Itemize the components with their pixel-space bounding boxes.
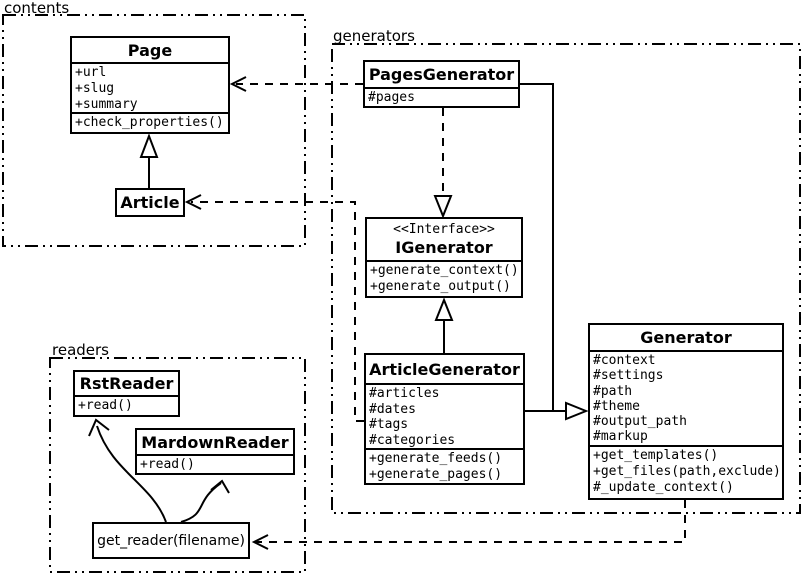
- package-border-readers: [49, 357, 306, 573]
- package-border-generators: [331, 43, 801, 514]
- edge-generator-uses-getreader: [254, 500, 686, 543]
- attribute: #context: [593, 353, 656, 368]
- interface-header: <<Interface>> IGenerator: [367, 219, 521, 260]
- class-articlegenerator: ArticleGenerator #articles #dates #tags …: [364, 353, 525, 485]
- method: +generate_output(): [370, 279, 511, 294]
- triangle-arrowhead-igenerator-top: [433, 195, 453, 219]
- class-title-article: Article: [120, 193, 180, 212]
- class-pagesgenerator: PagesGenerator #pages: [363, 60, 520, 108]
- method: +generate_context(): [370, 263, 519, 278]
- attribute: #path: [593, 383, 633, 399]
- open-arrowhead-rstreader: [88, 418, 110, 437]
- attributes-compartment: #articles #dates #tags #categories: [366, 383, 523, 448]
- package-label-generators: generators: [333, 27, 415, 45]
- edge-pagesgenerator-extends-generator: [520, 83, 566, 412]
- class-mardownreader: MardownReader +read(): [135, 428, 295, 475]
- class-title-page: Page: [127, 40, 173, 60]
- attribute: #theme: [593, 398, 640, 414]
- edge-getreader-to-rstreader: [96, 425, 167, 523]
- attribute: #tags: [369, 417, 409, 432]
- edge-articlegenerator-uses-article: [191, 201, 364, 422]
- class-title-igenerator: IGenerator: [395, 238, 493, 257]
- edge-getreader-to-mardownreader: [180, 482, 222, 523]
- package-border-contents: [2, 14, 306, 247]
- function-box-get-reader: get_reader(filename): [92, 522, 250, 559]
- open-arrowhead-page: [229, 76, 247, 92]
- methods-compartment: +read(): [75, 395, 178, 415]
- attributes-compartment: #context #settings #path #theme #output_…: [590, 350, 782, 445]
- class-title-pagesgenerator: PagesGenerator: [368, 65, 515, 84]
- method: +get_templates(): [593, 448, 719, 463]
- attribute: +slug: [75, 81, 115, 96]
- triangle-arrowhead-generator: [565, 401, 589, 421]
- methods-compartment: +generate_context() +generate_output(): [367, 260, 521, 296]
- open-arrowhead-mardownreader: [210, 479, 230, 494]
- method: +generate_pages(): [369, 467, 503, 482]
- class-title-mardownreader: MardownReader: [141, 432, 289, 452]
- class-title-generator: Generator: [640, 328, 732, 347]
- triangle-arrowhead-igenerator-bottom: [434, 297, 454, 321]
- class-generator: Generator #context #settings #path #them…: [588, 323, 784, 500]
- class-page: Page +url +slug +summary +check_properti…: [70, 36, 230, 134]
- attribute: #articles: [369, 386, 440, 401]
- attribute: #output_path: [593, 414, 687, 430]
- attributes-compartment: #pages: [365, 87, 518, 106]
- attribute: #settings: [593, 368, 664, 384]
- class-igenerator: <<Interface>> IGenerator +generate_conte…: [365, 217, 523, 298]
- triangle-arrowhead-page: [139, 133, 159, 158]
- attribute: #markup: [593, 429, 648, 445]
- class-title-rstreader: RstReader: [79, 374, 174, 393]
- attribute: #categories: [369, 432, 456, 448]
- attribute: +url: [75, 65, 107, 80]
- methods-compartment: +read(): [137, 454, 293, 473]
- attribute: #pages: [368, 90, 415, 105]
- attribute: #dates: [369, 401, 416, 417]
- attributes-compartment: +url +slug +summary: [72, 62, 228, 112]
- open-arrowhead-article: [184, 194, 202, 210]
- methods-compartment: +generate_feeds() +generate_pages(): [366, 448, 523, 483]
- package-label-readers: readers: [52, 341, 109, 359]
- attribute: +summary: [75, 97, 138, 112]
- class-title-articlegenerator: ArticleGenerator: [369, 359, 520, 379]
- method: +generate_feeds(): [369, 451, 503, 466]
- stereotype-label: <<Interface>>: [393, 222, 495, 237]
- package-label-contents: contents: [4, 0, 70, 17]
- function-label: get_reader(filename): [97, 532, 245, 549]
- methods-compartment: +check_properties(): [72, 112, 228, 132]
- method: #_update_context(): [593, 480, 734, 495]
- method: +check_properties(): [75, 115, 224, 130]
- open-arrowhead-getreader: [251, 534, 269, 550]
- method: +read(): [140, 457, 195, 472]
- methods-compartment: +get_templates() +get_files(path,exclude…: [590, 445, 782, 498]
- method: +read(): [78, 398, 133, 413]
- class-rstreader: RstReader +read(): [73, 370, 180, 417]
- method: +get_files(path,exclude): [593, 464, 781, 479]
- class-article: Article: [115, 188, 185, 217]
